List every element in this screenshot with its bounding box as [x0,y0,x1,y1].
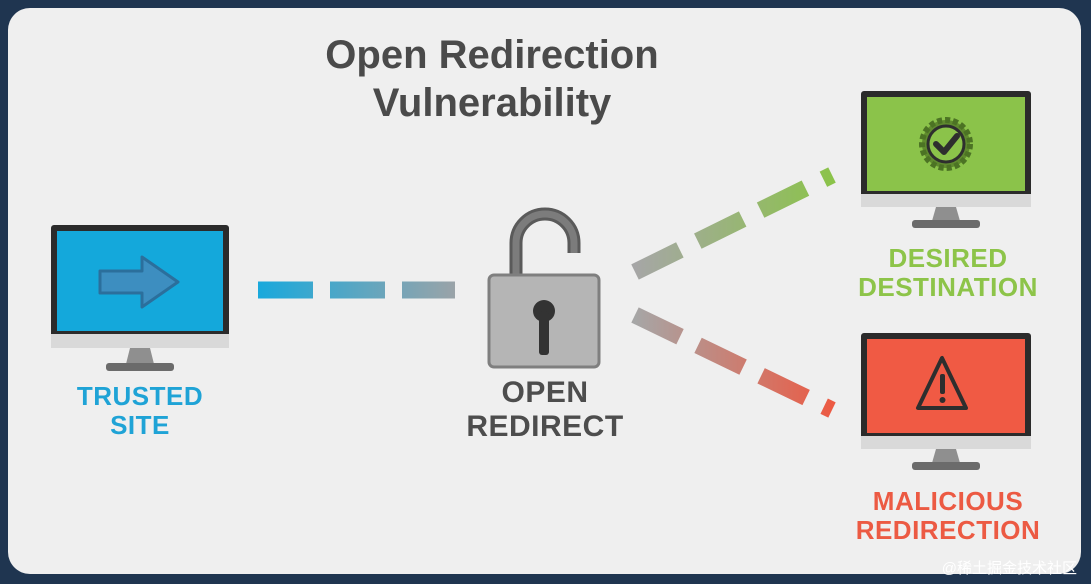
open-redirect-label-line-1: OPEN [501,376,589,409]
desired-destination-label-line-2: DESTINATION [858,272,1038,302]
warning-icon [916,356,968,410]
desired-destination-monitor [861,91,1031,228]
desired-destination-label: DESIRED DESTINATION [848,244,1048,302]
open-redirect-label: OPEN REDIRECT [440,376,650,444]
desired-destination-label-line-1: DESIRED [888,243,1008,273]
open-redirect-label-line-2: REDIRECT [466,410,624,443]
title-line-2: Vulnerability [372,81,612,125]
malicious-redirection-label-line-2: REDIRECTION [855,515,1041,545]
trusted-site-label: TRUSTED SITE [54,382,226,440]
malicious-redirection-monitor [861,333,1031,470]
arrow-right-icon [98,255,180,309]
redirect-to-desired-line [631,167,836,280]
title-line-1: Open Redirection [325,33,659,77]
trusted-site-label-line-2: SITE [110,410,170,440]
open-padlock-icon [487,207,601,369]
malicious-redirection-label: MALICIOUS REDIRECTION [848,487,1048,545]
trusted-site-monitor [51,225,229,371]
malicious-redirection-label-line-1: MALICIOUS [872,486,1024,516]
credit-watermark: @稀土掘金技术社区 [941,560,1077,577]
redirect-to-malicious-line [631,307,836,418]
trusted-site-label-line-1: TRUSTED [76,381,204,411]
check-badge-icon [919,117,973,171]
